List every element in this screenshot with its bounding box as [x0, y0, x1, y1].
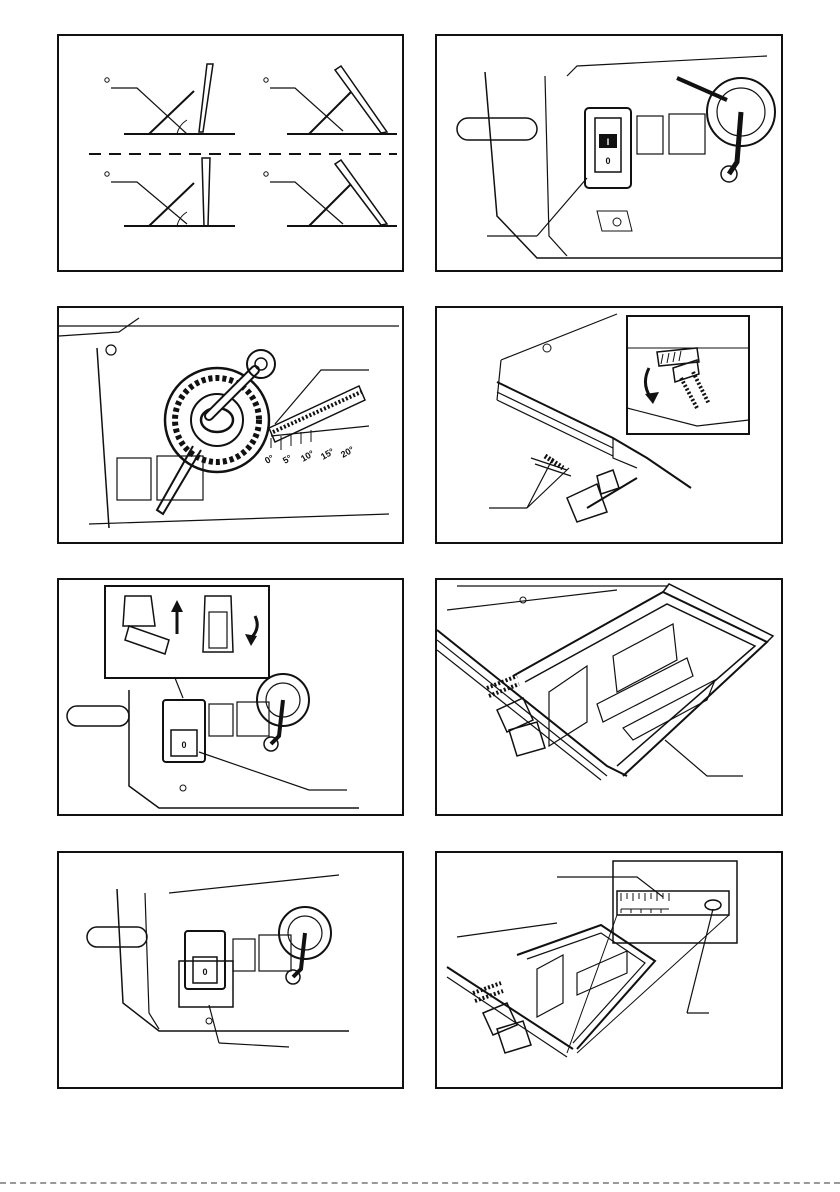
switch-off-label: 0 [605, 156, 610, 166]
figure-rail-lock-levers [435, 306, 783, 544]
sliding-table-illustration [437, 580, 781, 814]
scale-tick-label: 20° [339, 444, 356, 460]
figure-sliding-table [435, 578, 783, 816]
switch-guard-illustration: 0 [59, 853, 402, 1087]
figure-switch-cover: 0 [57, 578, 404, 816]
bevel-handwheel-illustration: 0° 5° 10° 15° 20° [59, 308, 402, 542]
scale-pointer-illustration [437, 853, 781, 1087]
switch-box-illustration: I 0 [437, 36, 781, 270]
switch-housing [163, 700, 205, 762]
inset-detail [105, 586, 269, 678]
scale-tick-label: 10° [299, 448, 316, 464]
scale-tick-label: 0° [263, 453, 276, 466]
handle-icon [457, 118, 537, 140]
scale-tick-label: 5° [281, 453, 294, 466]
figure-bevel-handwheel: 0° 5° 10° 15° 20° [57, 306, 404, 544]
figure-switch-guard: 0 [57, 851, 404, 1089]
switch-on-label: I [607, 137, 610, 147]
switch-off-label: 0 [181, 740, 186, 750]
figure-scale-pointer [435, 851, 783, 1089]
switch-off-label: 0 [202, 967, 207, 977]
scale-tick-label: 15° [319, 446, 336, 462]
page-cut-line [0, 1182, 840, 1184]
switch-cover-illustration: 0 [59, 580, 402, 814]
rail-lock-illustration [437, 308, 781, 542]
switch-housing [185, 931, 225, 989]
figure-blade-angle-diagrams [57, 34, 404, 272]
blade-angle-diagram [59, 36, 402, 270]
figure-switch-box: I 0 [435, 34, 783, 272]
handwheel-icon [165, 368, 269, 472]
